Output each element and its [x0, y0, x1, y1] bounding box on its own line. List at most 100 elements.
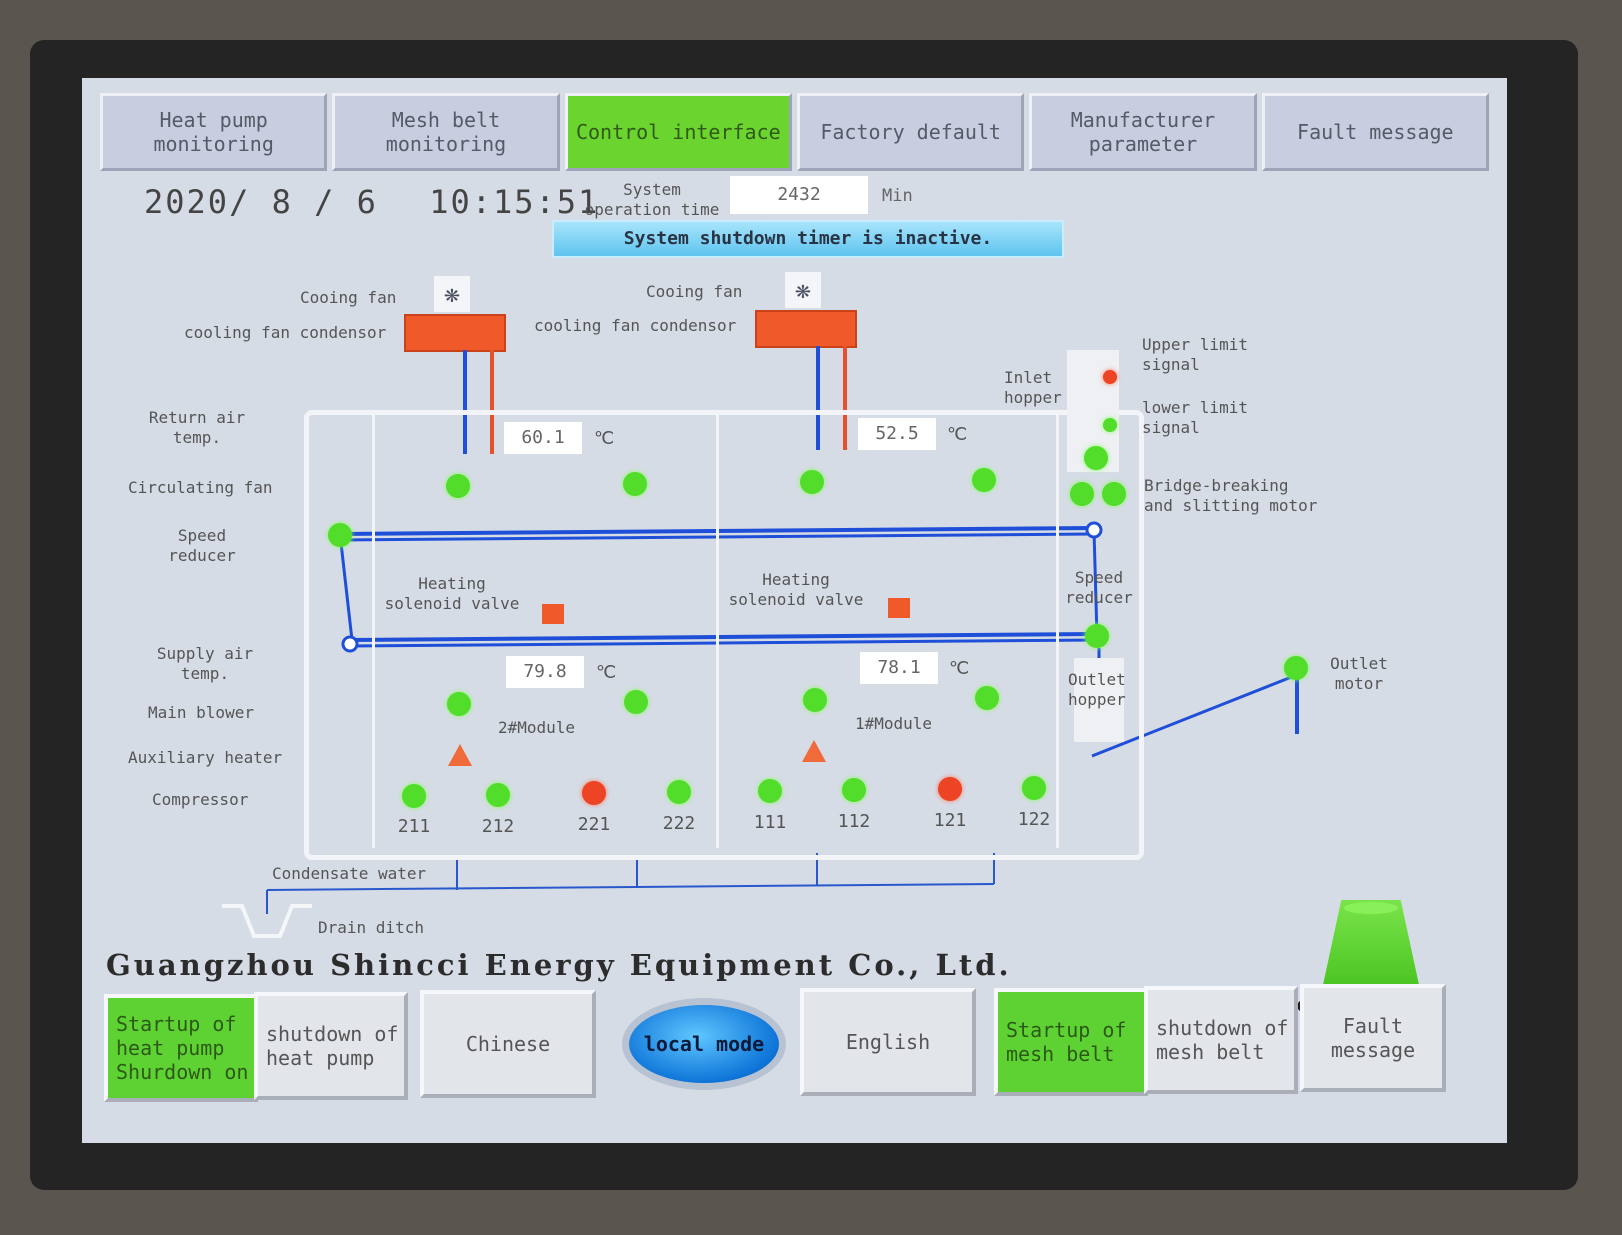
compressor-111-indicator	[758, 779, 782, 803]
outlet-hopper	[1074, 658, 1124, 742]
startup-heat-pump-button[interactable]: Startup of heat pump Shurdown on	[104, 994, 258, 1102]
circulating-fan-label: Circulating fan	[128, 478, 273, 497]
condensor-label-2: cooling fan condensor	[184, 323, 387, 342]
compressor-212-indicator	[486, 783, 510, 807]
dryer-enclosure	[304, 410, 1144, 860]
main-blower-indicator	[624, 690, 648, 714]
compressor-111-label: 111	[753, 812, 787, 833]
main-blower-indicator	[975, 686, 999, 710]
supply-air-temp-module-2: 79.8	[506, 656, 584, 688]
circulating-fan-indicator	[446, 474, 470, 498]
condenser-pipe-red-1	[843, 346, 847, 450]
heating-solenoid-valve-indicator	[542, 604, 564, 624]
fan-icon: ❋	[785, 272, 821, 308]
temp-unit: ℃	[947, 424, 968, 445]
circulating-fan-indicator	[972, 468, 996, 492]
belt-left-link	[338, 533, 354, 641]
english-language-button[interactable]: English	[800, 988, 976, 1096]
temp-unit: ℃	[949, 658, 970, 679]
compressor-112-indicator	[842, 778, 866, 802]
auxiliary-heater-label: Auxiliary heater	[128, 748, 283, 767]
tab-manufacturer-parameter[interactable]: Manufacturer parameter	[1029, 93, 1257, 171]
condenser-pipe-blue-1	[816, 346, 820, 450]
upper-limit-signal-indicator	[1103, 370, 1117, 384]
condenser-pipe-blue-2	[463, 350, 467, 454]
speed-reducer-indicator	[328, 523, 352, 547]
belt-lower-line-b	[347, 638, 1098, 648]
compressor-212-label: 212	[481, 816, 515, 837]
tab-factory-default[interactable]: Factory default	[796, 93, 1025, 171]
time-display: 10:15:51	[429, 183, 600, 221]
fault-message-button[interactable]: Fault message	[1300, 984, 1446, 1092]
condensate-water-label: Condensate water	[272, 864, 427, 883]
belt-roller-left	[341, 635, 359, 653]
tab-fault-message[interactable]: Fault message	[1261, 93, 1489, 171]
date-display: 2020/ 8 / 6	[144, 183, 378, 221]
bridge-breaking-motor-indicator	[1070, 482, 1094, 506]
enclosure-divider-left	[372, 412, 375, 848]
heating-solenoid-valve-label-2: Heating solenoid valve	[384, 574, 520, 613]
drain-ditch-symbol	[222, 904, 312, 938]
hmi-screen: Heat pump monitoring Mesh belt monitorin…	[82, 78, 1507, 1143]
outlet-hopper-label: Outlet hopper	[1068, 670, 1126, 709]
heating-solenoid-valve-label-1: Heating solenoid valve	[728, 570, 864, 609]
tab-control-interface[interactable]: Control interface	[564, 93, 792, 171]
local-mode-button[interactable]: local mode	[622, 998, 786, 1090]
outlet-motor-label: Outlet motor	[1330, 654, 1388, 693]
circulating-fan-indicator	[623, 472, 647, 496]
inlet-hopper-label: Inlet hopper	[1004, 368, 1062, 407]
belt-right-link	[1092, 530, 1099, 637]
tab-heat-pump-monitoring[interactable]: Heat pump monitoring	[100, 93, 328, 171]
supply-air-temp-module-1: 78.1	[860, 652, 938, 684]
cooling-fan-label-2: Cooing fan	[300, 288, 397, 307]
startup-mesh-belt-button[interactable]: Startup of mesh belt	[994, 988, 1148, 1096]
speed-reducer-right-label: Speed reducer	[1065, 568, 1133, 607]
auxiliary-heater-indicator	[448, 744, 472, 766]
condenser-module-1	[755, 310, 857, 348]
upper-limit-signal-label: Upper limit signal	[1142, 335, 1248, 374]
slitting-motor-indicator	[1102, 482, 1126, 506]
emergency-stop-cap	[1344, 902, 1398, 914]
speed-reducer-right-indicator	[1085, 624, 1109, 648]
main-blower-indicator	[447, 692, 471, 716]
return-air-temp-label: Return air temp.	[148, 408, 246, 447]
company-name: Guangzhou Shincci Energy Equipment Co., …	[106, 948, 1012, 982]
main-blower-label: Main blower	[148, 703, 254, 722]
chinese-language-button[interactable]: Chinese	[420, 990, 596, 1098]
module-2-label: 2#Module	[498, 718, 576, 737]
compressor-122-indicator	[1022, 776, 1046, 800]
compressor-112-label: 112	[837, 811, 871, 832]
condensor-label-1: cooling fan condensor	[534, 316, 737, 335]
tab-mesh-belt-monitoring[interactable]: Mesh belt monitoring	[332, 93, 560, 171]
condensate-pipe	[266, 883, 995, 891]
main-blower-indicator	[803, 688, 827, 712]
compressor-211-indicator	[402, 784, 426, 808]
condenser-pipe-red-2	[490, 350, 494, 454]
belt-lower-line-a	[347, 632, 1098, 642]
shutdown-timer-banner: System shutdown timer is inactive.	[552, 220, 1064, 258]
enclosure-divider-right	[1056, 412, 1059, 848]
shutdown-heat-pump-button[interactable]: shutdown of heat pump	[254, 992, 408, 1100]
circulating-fan-indicator	[800, 470, 824, 494]
compressor-label: Compressor	[152, 790, 249, 809]
operation-time-label: System operation time	[584, 180, 720, 219]
shutdown-mesh-belt-button[interactable]: shutdown of mesh belt	[1144, 986, 1298, 1094]
compressor-121-indicator	[938, 777, 962, 801]
return-air-temp-module-2: 60.1	[504, 422, 582, 454]
drain-ditch-label: Drain ditch	[318, 918, 424, 937]
speed-reducer-label: Speed reducer	[168, 526, 236, 565]
cooling-fan-label-1: Cooing fan	[646, 282, 743, 301]
module-1-label: 1#Module	[855, 714, 933, 733]
compressor-222-label: 222	[662, 813, 696, 834]
operation-time-value: 2432	[730, 176, 868, 214]
heating-solenoid-valve-indicator	[888, 598, 910, 618]
enclosure-divider-middle	[716, 412, 719, 848]
operation-time-unit: Min	[882, 186, 913, 206]
compressor-121-label: 121	[933, 810, 967, 831]
condenser-module-2	[404, 314, 506, 352]
top-nav: Heat pump monitoring Mesh belt monitorin…	[100, 93, 1489, 171]
compressor-222-indicator	[667, 780, 691, 804]
lower-limit-signal-label: lower limit signal	[1142, 398, 1248, 437]
inlet-hopper-indicator	[1084, 446, 1108, 470]
temp-unit: ℃	[596, 662, 617, 683]
